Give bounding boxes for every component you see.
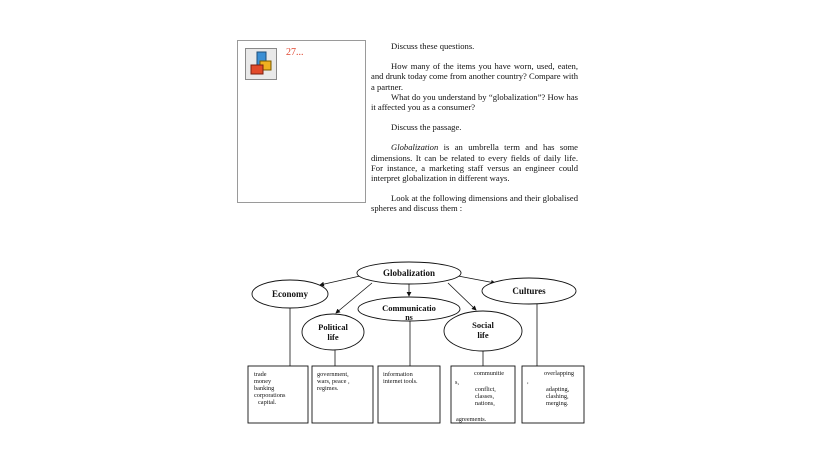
arrow-social [447, 282, 477, 311]
communications-item: internet tools. [383, 378, 418, 385]
discuss-passage: Discuss the passage. [391, 122, 462, 133]
node-cultures [481, 277, 577, 305]
look-instruction: Look at the following dimensions and the… [371, 193, 578, 214]
label-globalization: Globalization [383, 268, 435, 278]
political-item: regimes. [317, 385, 339, 392]
cultures-item: overlapping [544, 370, 575, 377]
cultures-item: merging. [546, 400, 569, 407]
box-cultures [521, 365, 585, 424]
economy-item: trade [254, 371, 267, 378]
communications-item: information [383, 371, 414, 378]
box-social [450, 365, 516, 424]
cultures-item: clashing, [546, 393, 569, 400]
economy-item: banking [254, 385, 275, 392]
social-item: agreements. [456, 416, 487, 423]
label-communications-2: ns [405, 313, 413, 322]
label-economy: Economy [272, 289, 309, 299]
arrow-political [335, 282, 373, 314]
intro-text: Discuss these questions. How many of the… [371, 41, 578, 214]
label-social-1: Social [472, 320, 494, 330]
label-political-1: Political [318, 322, 348, 332]
social-item: conflict, [475, 386, 496, 393]
label-social-2: life [477, 330, 489, 340]
sidebar-box: 27... [237, 40, 366, 203]
discuss-heading: Discuss these questions. [391, 41, 475, 51]
page-number: 27... [286, 47, 304, 58]
box-economy [247, 365, 309, 424]
economy-item: money [254, 378, 272, 385]
node-communications [357, 296, 461, 322]
label-communications-1: Communicatio [382, 303, 436, 313]
arrow-economy [319, 275, 361, 287]
box-political [311, 365, 374, 424]
social-item: s, [455, 379, 459, 386]
passage-term: Globalization [391, 142, 439, 153]
economy-item: corporations [254, 392, 286, 399]
question-2: What do you understand by “globalization… [371, 91, 578, 113]
label-cultures: Cultures [512, 286, 546, 296]
economy-item: capital. [258, 399, 277, 406]
question-1: How many of the items you have worn, use… [371, 61, 578, 92]
social-item: nations, [475, 400, 495, 407]
box-communications [377, 365, 441, 424]
cultures-item: , [527, 378, 529, 385]
arrow-cultures [457, 275, 496, 285]
node-social [443, 310, 523, 352]
node-economy [251, 279, 329, 309]
label-political-2: life [327, 332, 339, 342]
node-globalization [356, 261, 462, 285]
political-item: wars, peace , [317, 378, 350, 385]
social-item: communitie [474, 370, 504, 377]
shapes-icon [245, 48, 277, 80]
node-political [301, 313, 365, 351]
political-item: government, [317, 371, 349, 378]
passage: Globalization is an umbrella term and ha… [371, 142, 578, 183]
social-item: classes, [475, 393, 494, 400]
passage-body: is an umbrella term and has some dimensi… [371, 142, 578, 184]
cultures-item: adapting, [546, 386, 570, 393]
